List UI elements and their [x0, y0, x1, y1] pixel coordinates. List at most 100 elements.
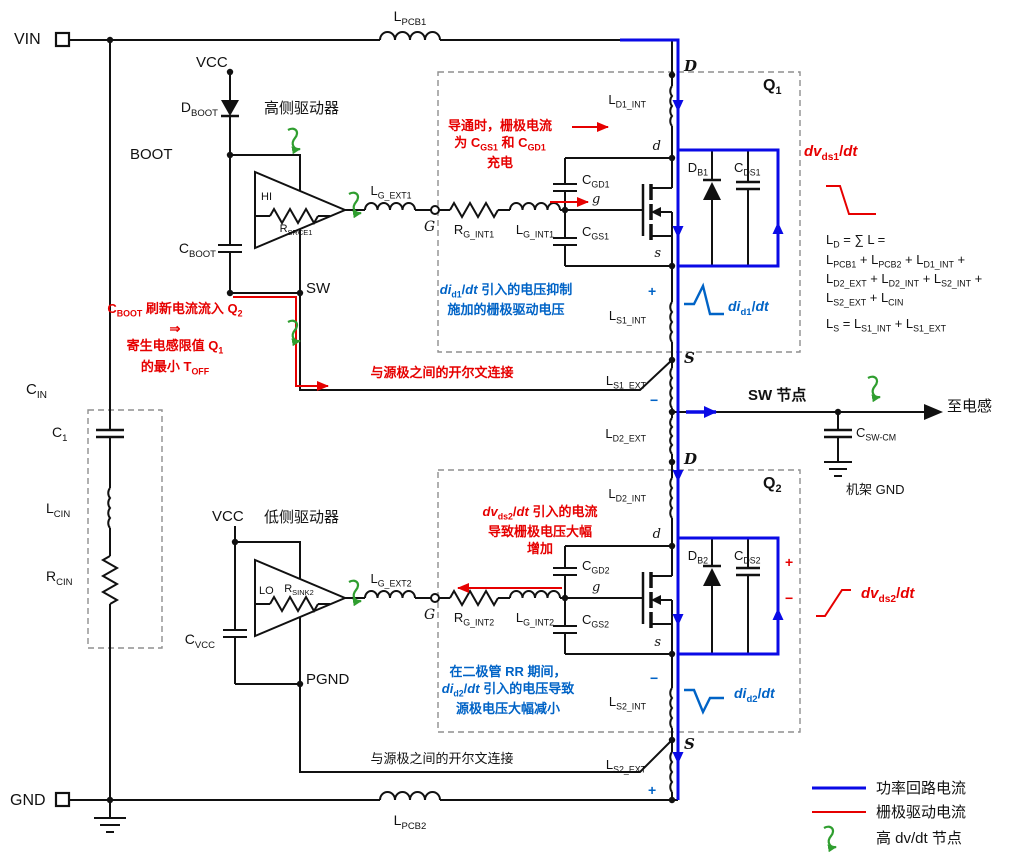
label-did2: did2/dt	[734, 685, 775, 705]
cboot-refresh-path	[233, 296, 329, 391]
label-minus-cds2: −	[785, 590, 794, 606]
label-q1: Q1	[763, 77, 782, 98]
label-c-ds2: CDS2	[734, 548, 761, 566]
bottom-rail	[54, 791, 678, 833]
label-l-s1-int: LS1_INT	[608, 308, 646, 326]
label-g-node-low: G	[424, 607, 436, 623]
equation-line4: LS2_EXT + LCIN	[826, 290, 904, 308]
label-c-gs1: CGS1	[582, 224, 610, 242]
label-l-pcb1: LPCB1	[393, 8, 427, 28]
inductor-l-pcb1	[379, 31, 441, 41]
equation-line5: LS = LS1_INT + LS1_EXT	[826, 316, 947, 334]
label-r-sink2: RSINK2	[284, 583, 314, 598]
label-gnd: GND	[10, 792, 46, 809]
label-c-in: CIN	[26, 381, 48, 401]
annotation-diode-rr: 在二极管 RR 期间，did2/dt 引入的电压导致源极电压大幅减小	[441, 664, 575, 717]
legend-dvdt-label: 高 dv/dt 节点	[876, 830, 962, 847]
label-c-vcc: CVCC	[184, 631, 215, 651]
inductor-l-s2-int	[669, 687, 674, 729]
resistor-r-sink2	[255, 594, 330, 614]
label-r-g-int1: RG_INT1	[453, 222, 495, 240]
label-r-g-int2: RG_INT2	[453, 610, 495, 628]
low-side-driver	[223, 526, 348, 685]
junction-dots	[106, 36, 842, 804]
resistor-r-srce1	[255, 206, 330, 226]
dvdt-squiggle-icon	[348, 191, 362, 219]
label-q2-source-node: S	[684, 735, 695, 753]
label-l-s2-int: LS2_INT	[608, 694, 646, 712]
label-d-b2: DB2	[687, 548, 708, 566]
annotation-did1-clamp: did1/dt 引入的电压抑制施加的栅极驱动电压	[439, 282, 573, 318]
annotation-dvds2-gate: dvds2/dt 引入的电流导致栅极电压大幅增加	[482, 504, 598, 557]
label-q1-d: d	[652, 139, 661, 154]
label-boot: BOOT	[130, 146, 173, 163]
inductor-l-g-ext1	[364, 202, 416, 211]
label-plus-cds2: +	[785, 554, 794, 570]
label-dvds2: dvds2/dt	[861, 585, 915, 605]
label-vcc-high: VCC	[196, 54, 228, 71]
inductor-l-g-int1	[509, 202, 561, 211]
inductor-l-d1-int	[669, 85, 674, 127]
legend-power-loop-label: 功率回路电流	[876, 780, 967, 797]
diode-d-b1	[703, 182, 721, 200]
legend-symbols	[812, 786, 866, 853]
inductor-l-s2-ext	[669, 751, 674, 793]
label-hi: HI	[261, 191, 272, 203]
equation-line3: LD2_EXT + LD2_INT + LS2_INT +	[826, 271, 983, 289]
dvdt-squiggle-icon	[348, 579, 362, 607]
label-l-s1-ext: LS1_EXT	[605, 373, 646, 391]
label-dvds1: dvds1/dt	[804, 143, 858, 163]
label-l-d2-int: LD2_INT	[608, 486, 646, 504]
inductor-l-s1-ext	[669, 367, 674, 409]
g-node-low	[430, 593, 440, 603]
q2-body-diode-cap	[703, 538, 760, 654]
label-c-sw-cm: CSW-CM	[856, 425, 897, 443]
inductor-l-g-ext2	[364, 590, 416, 599]
label-c-boot: CBOOT	[178, 240, 216, 260]
label-q1-g: g	[592, 192, 601, 207]
label-q2-d: d	[652, 527, 661, 542]
label-vin: VIN	[14, 31, 41, 48]
label-l-g-ext1: LG_EXT1	[370, 183, 412, 201]
label-l-cin: LCIN	[46, 500, 71, 520]
inductor-l-d2-int	[669, 477, 674, 519]
vin-terminal-icon	[54, 31, 71, 48]
label-d-b1: DB1	[687, 160, 708, 178]
label-r-srce1: RSRCE1	[279, 223, 313, 238]
dvdt-squiggles	[287, 127, 881, 607]
diode-d-b2	[703, 568, 721, 586]
capacitor-c1	[96, 428, 124, 439]
label-sw-node: SW 节点	[748, 387, 807, 404]
label-l-d2-ext: LD2_EXT	[605, 426, 646, 444]
ground-icon	[94, 800, 126, 833]
q2-body-arrow-icon	[651, 595, 661, 605]
label-l-s2-ext: LS2_EXT	[605, 757, 646, 775]
g-node-high	[430, 205, 440, 215]
label-q1-drain-node: D	[684, 57, 698, 75]
chassis-ground-icon	[824, 461, 852, 477]
label-q2-drain-node: D	[684, 450, 698, 468]
to-inductor-arrow-icon	[924, 404, 943, 420]
cin-dashed-box	[87, 409, 163, 649]
q2-dashed-box	[437, 469, 801, 733]
waveform-dvds1	[826, 185, 876, 215]
label-c-gd2: CGD2	[582, 558, 610, 576]
label-c-gs2: CGS2	[582, 612, 610, 630]
q1-body-arrow-icon	[651, 207, 661, 217]
label-vcc-low: VCC	[212, 508, 244, 525]
label-q1-s: s	[654, 246, 661, 261]
label-plus-ls1: +	[648, 283, 657, 299]
label-l-d1-int: LD1_INT	[608, 92, 646, 110]
q1-body-diode-cap	[703, 150, 760, 266]
power-loop-overlay	[620, 38, 784, 800]
inductor-l-d2-ext	[669, 417, 674, 455]
label-minus-ls1: −	[650, 392, 659, 408]
capacitor-c-ds2	[736, 566, 760, 577]
top-rail	[54, 31, 673, 86]
label-pgnd: PGND	[306, 671, 350, 688]
label-lo: LO	[259, 585, 274, 597]
label-l-g-int1: LG_INT1	[515, 222, 555, 240]
label-q1-source-node: S	[684, 349, 695, 367]
